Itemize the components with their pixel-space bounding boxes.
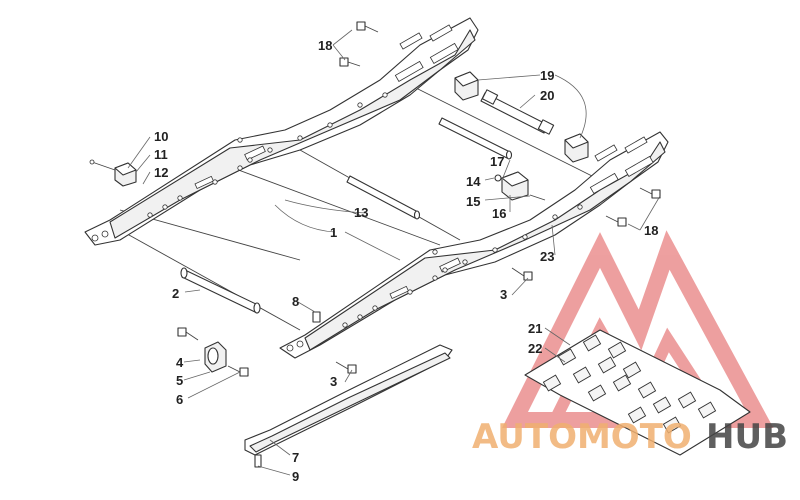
lower-slide-rail [279, 131, 669, 359]
callout-15: 15 [466, 194, 480, 209]
bolt-18-mid [339, 57, 361, 67]
callout-14: 14 [466, 174, 481, 189]
callout-7: 7 [292, 450, 299, 465]
callout-2: 2 [172, 286, 179, 301]
bolt-10 [89, 159, 116, 171]
callout-20: 20 [540, 88, 554, 103]
slide-runner-7 [244, 344, 453, 456]
callout-12: 12 [154, 165, 168, 180]
bolt-6 [227, 365, 249, 377]
block-5 [204, 341, 227, 373]
callout-19: 19 [540, 68, 554, 83]
callout-18-right: 18 [644, 223, 658, 238]
block-16 [501, 171, 529, 201]
callout-1: 1 [330, 225, 337, 240]
upper-slide-rail [84, 17, 479, 246]
wear-block-19-lower [564, 133, 589, 163]
callout-6: 6 [176, 392, 183, 407]
bolts [89, 21, 661, 468]
callout-23: 23 [540, 249, 554, 264]
callout-3-lower: 3 [330, 374, 337, 389]
shaft-2 [180, 267, 261, 314]
callout-11: 11 [154, 147, 168, 162]
callout-17: 17 [490, 154, 504, 169]
leader-lines [127, 29, 661, 476]
shaft-17 [438, 117, 513, 160]
callout-16: 16 [492, 206, 506, 221]
callout-labels: 18 19 20 10 11 12 17 14 15 16 13 1 18 23… [154, 38, 658, 484]
bolt-9 [254, 454, 262, 468]
nut-14 [494, 174, 502, 182]
track-clip-group [524, 329, 751, 456]
watermark-word-automoto: AUTOMOTO [472, 417, 692, 457]
bolt-3-upper [511, 267, 533, 281]
callout-18-top: 18 [318, 38, 332, 53]
callout-13: 13 [354, 205, 368, 220]
callout-8: 8 [292, 294, 299, 309]
bolt-18-right1 [639, 187, 661, 199]
bolt-8 [312, 311, 321, 323]
watermark-word-hub: HUB [706, 417, 788, 457]
wear-block-19-upper [454, 71, 479, 101]
shaft-13 [346, 175, 421, 220]
callout-3-upper: 3 [500, 287, 507, 302]
bolt-4 [177, 327, 199, 341]
bolt-15 [529, 194, 546, 201]
block-11 [114, 162, 137, 187]
callout-22: 22 [528, 341, 542, 356]
shaft-20 [480, 89, 555, 135]
callout-5: 5 [176, 373, 183, 388]
bolt-3-lower [335, 361, 357, 374]
callout-10: 10 [154, 129, 168, 144]
bolt-18-right2 [605, 215, 627, 227]
callout-21: 21 [528, 321, 542, 336]
bolt-18-top [356, 21, 379, 33]
callout-4: 4 [176, 355, 184, 370]
watermark-text: AUTOMOTO HUB [472, 417, 788, 457]
callout-9: 9 [292, 469, 299, 484]
